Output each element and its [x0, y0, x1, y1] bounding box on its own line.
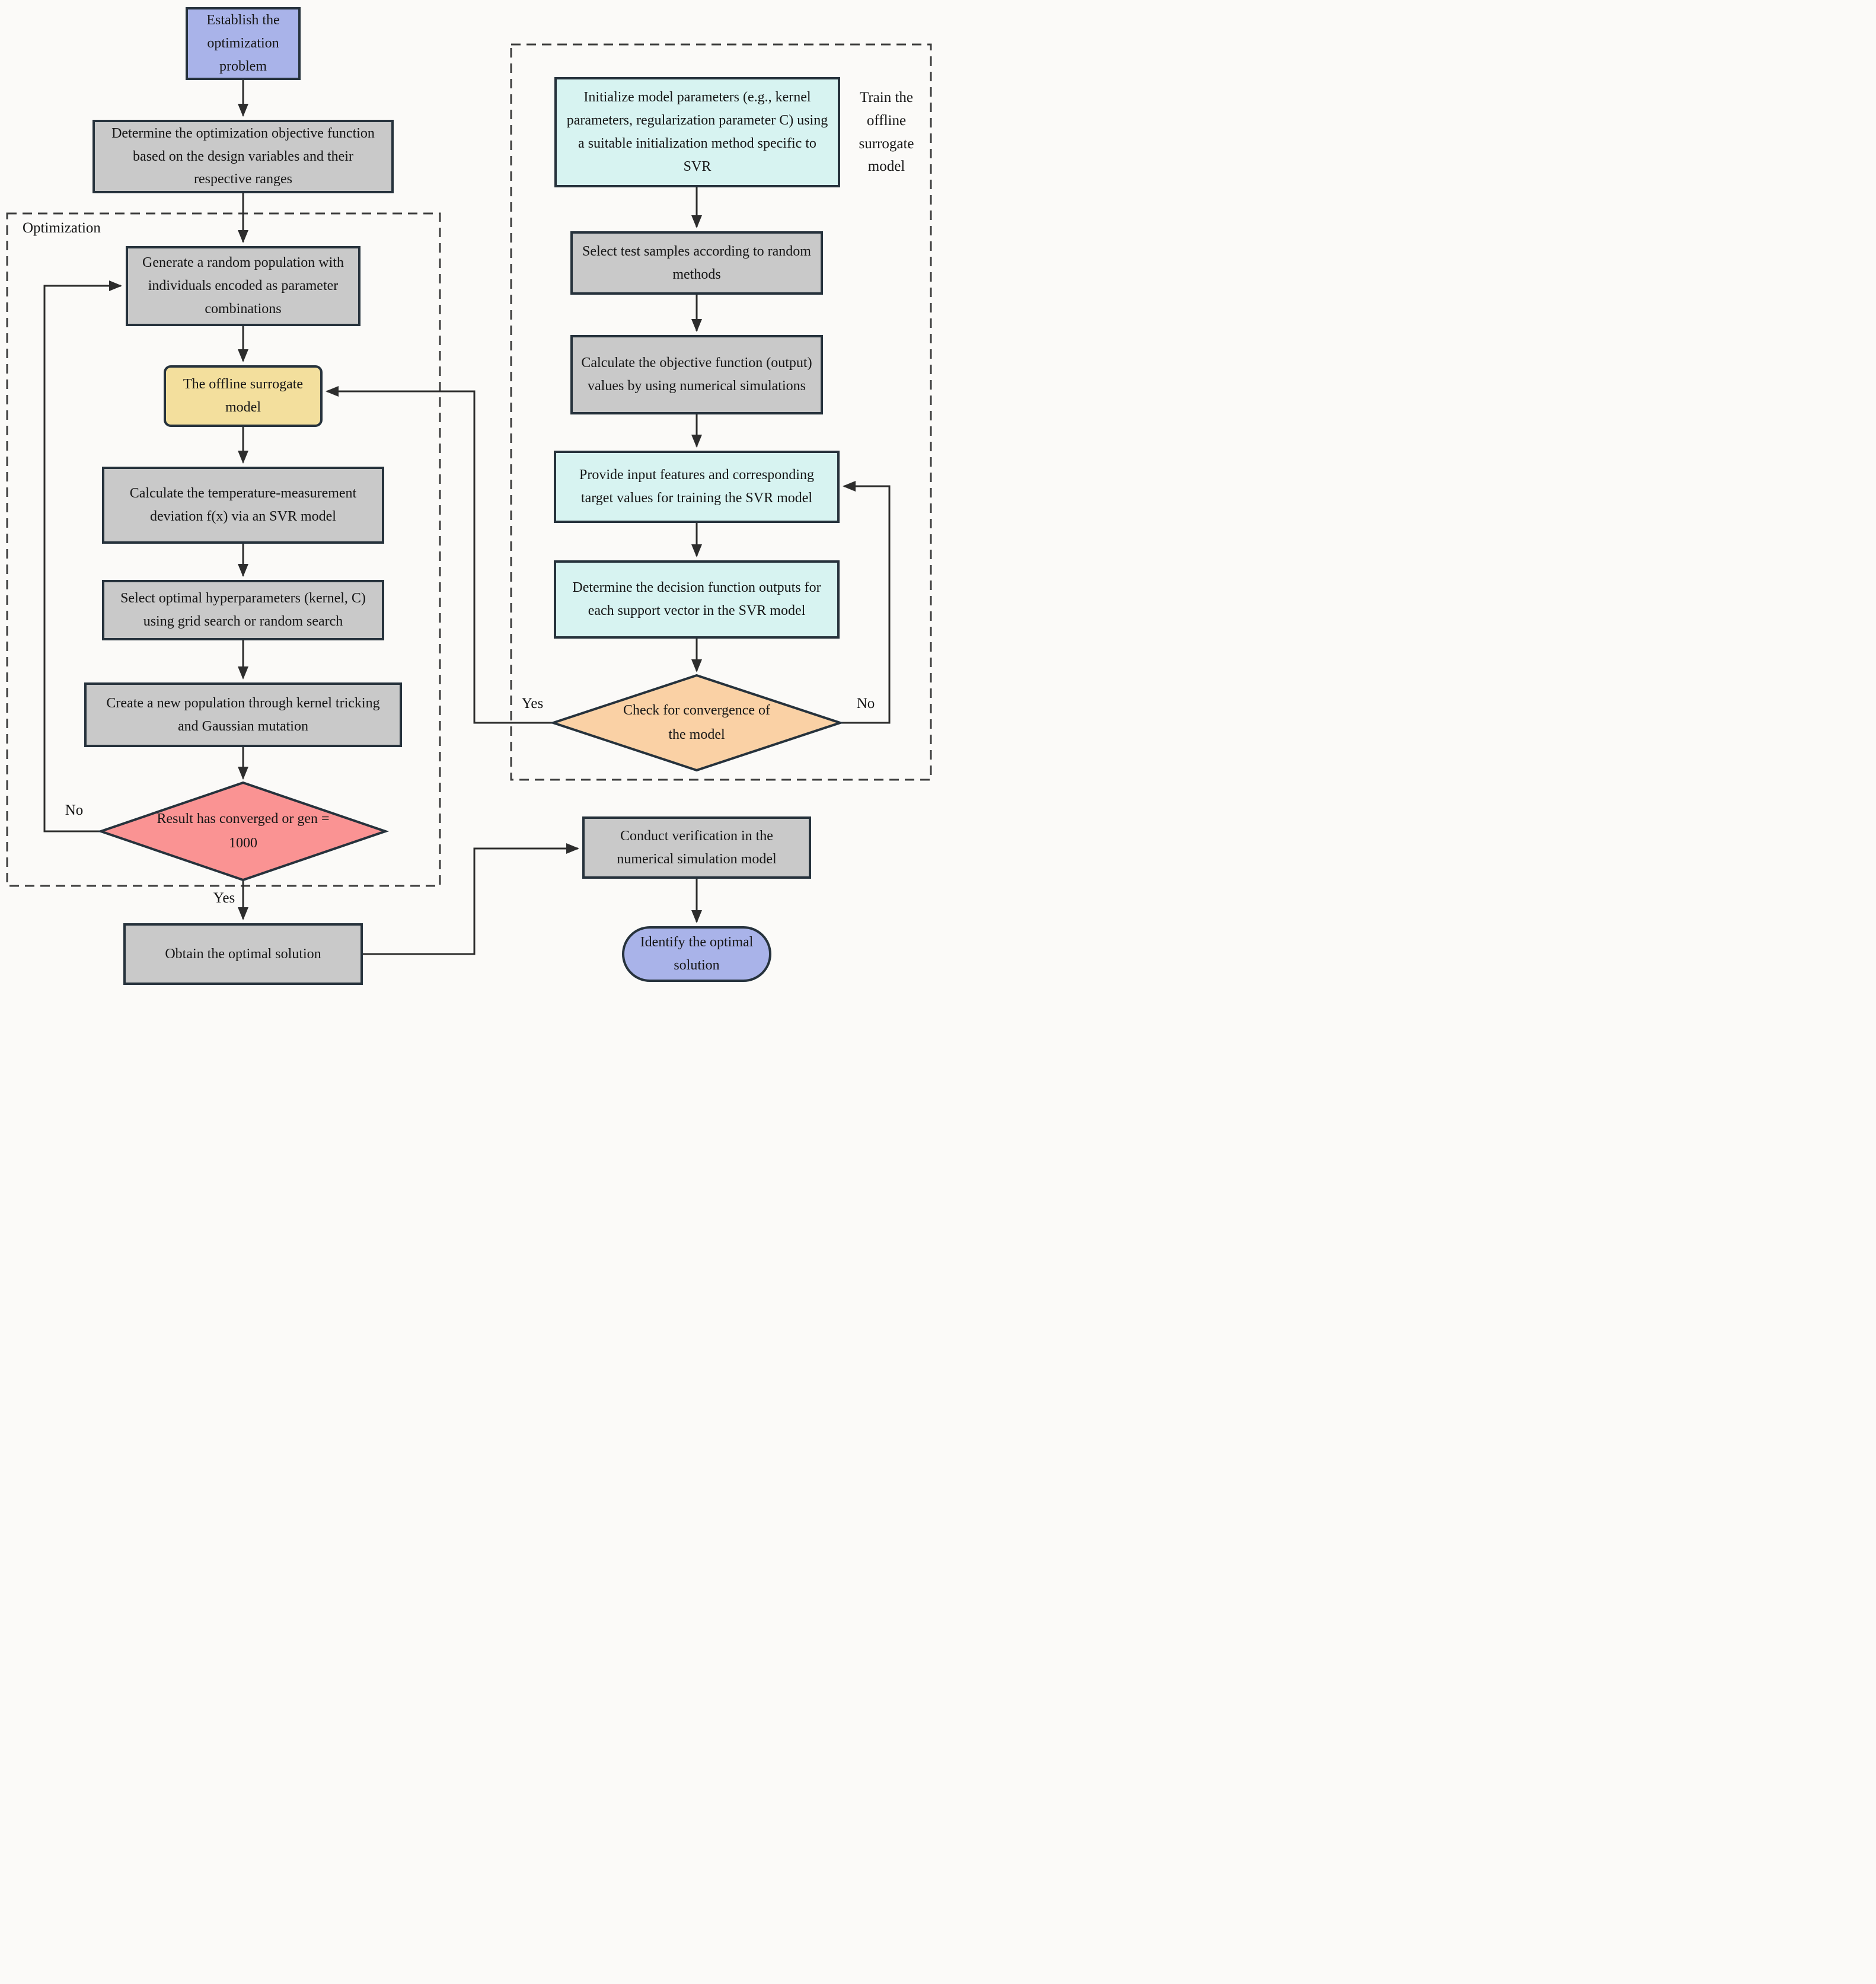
- node-offline-surrogate-model: The offline surrogate model: [164, 365, 323, 427]
- node-init-parameters: Initialize model parameters (e.g., kerne…: [554, 77, 840, 187]
- node-create-new-population: Create a new population through kernel t…: [84, 682, 402, 747]
- label-no-right: No: [856, 696, 875, 712]
- convergence-diamond-shape: [549, 674, 844, 772]
- node-decision-outputs: Determine the decision function outputs …: [554, 560, 840, 639]
- node-calc-objective-values: Calculate the objective function (output…: [570, 335, 823, 414]
- arrow-no-loop-to-generate: [43, 280, 122, 832]
- label-yes-bottom: Yes: [213, 890, 235, 906]
- train-dashed-region: [510, 43, 932, 781]
- train-region-label: Train the offline surrogate model: [859, 90, 914, 175]
- label-no-left: No: [65, 802, 84, 818]
- connector-layer: [6, 43, 932, 955]
- arrow-no-loop-to-provide: [840, 481, 891, 724]
- convergence-diamond-label: Check for convergence of the model: [623, 703, 771, 742]
- node-select-test-samples: Select test samples according to random …: [570, 231, 823, 295]
- node-select-hyperparameters: Select optimal hyperparameters (kernel, …: [102, 580, 384, 640]
- node-identify-solution: Identify the optimal solution: [622, 926, 771, 982]
- converged-diamond-label: Result has converged or gen = 1000: [157, 811, 330, 851]
- converged-diamond-shape: [97, 781, 390, 882]
- arrow-obtain-to-verification: [363, 843, 579, 955]
- arrow-yes-to-offline-model: [326, 386, 553, 724]
- node-determine-objective: Determine the optimization objective fun…: [92, 120, 394, 193]
- node-conduct-verification: Conduct verification in the numerical si…: [582, 816, 811, 879]
- node-calc-deviation: Calculate the temperature-measurement de…: [102, 467, 384, 544]
- optimization-dashed-region: [6, 212, 441, 887]
- node-establish-problem: Establish the optimization problem: [186, 7, 301, 80]
- node-obtain-solution: Obtain the optimal solution: [123, 923, 363, 985]
- node-generate-population: Generate a random population with indivi…: [126, 246, 360, 326]
- optimization-region-label: Optimization: [23, 220, 101, 236]
- flowchart-canvas: Optimization Train the offline surrogate…: [0, 0, 938, 992]
- label-yes-right: Yes: [521, 696, 544, 712]
- node-provide-features: Provide input features and corresponding…: [554, 451, 840, 523]
